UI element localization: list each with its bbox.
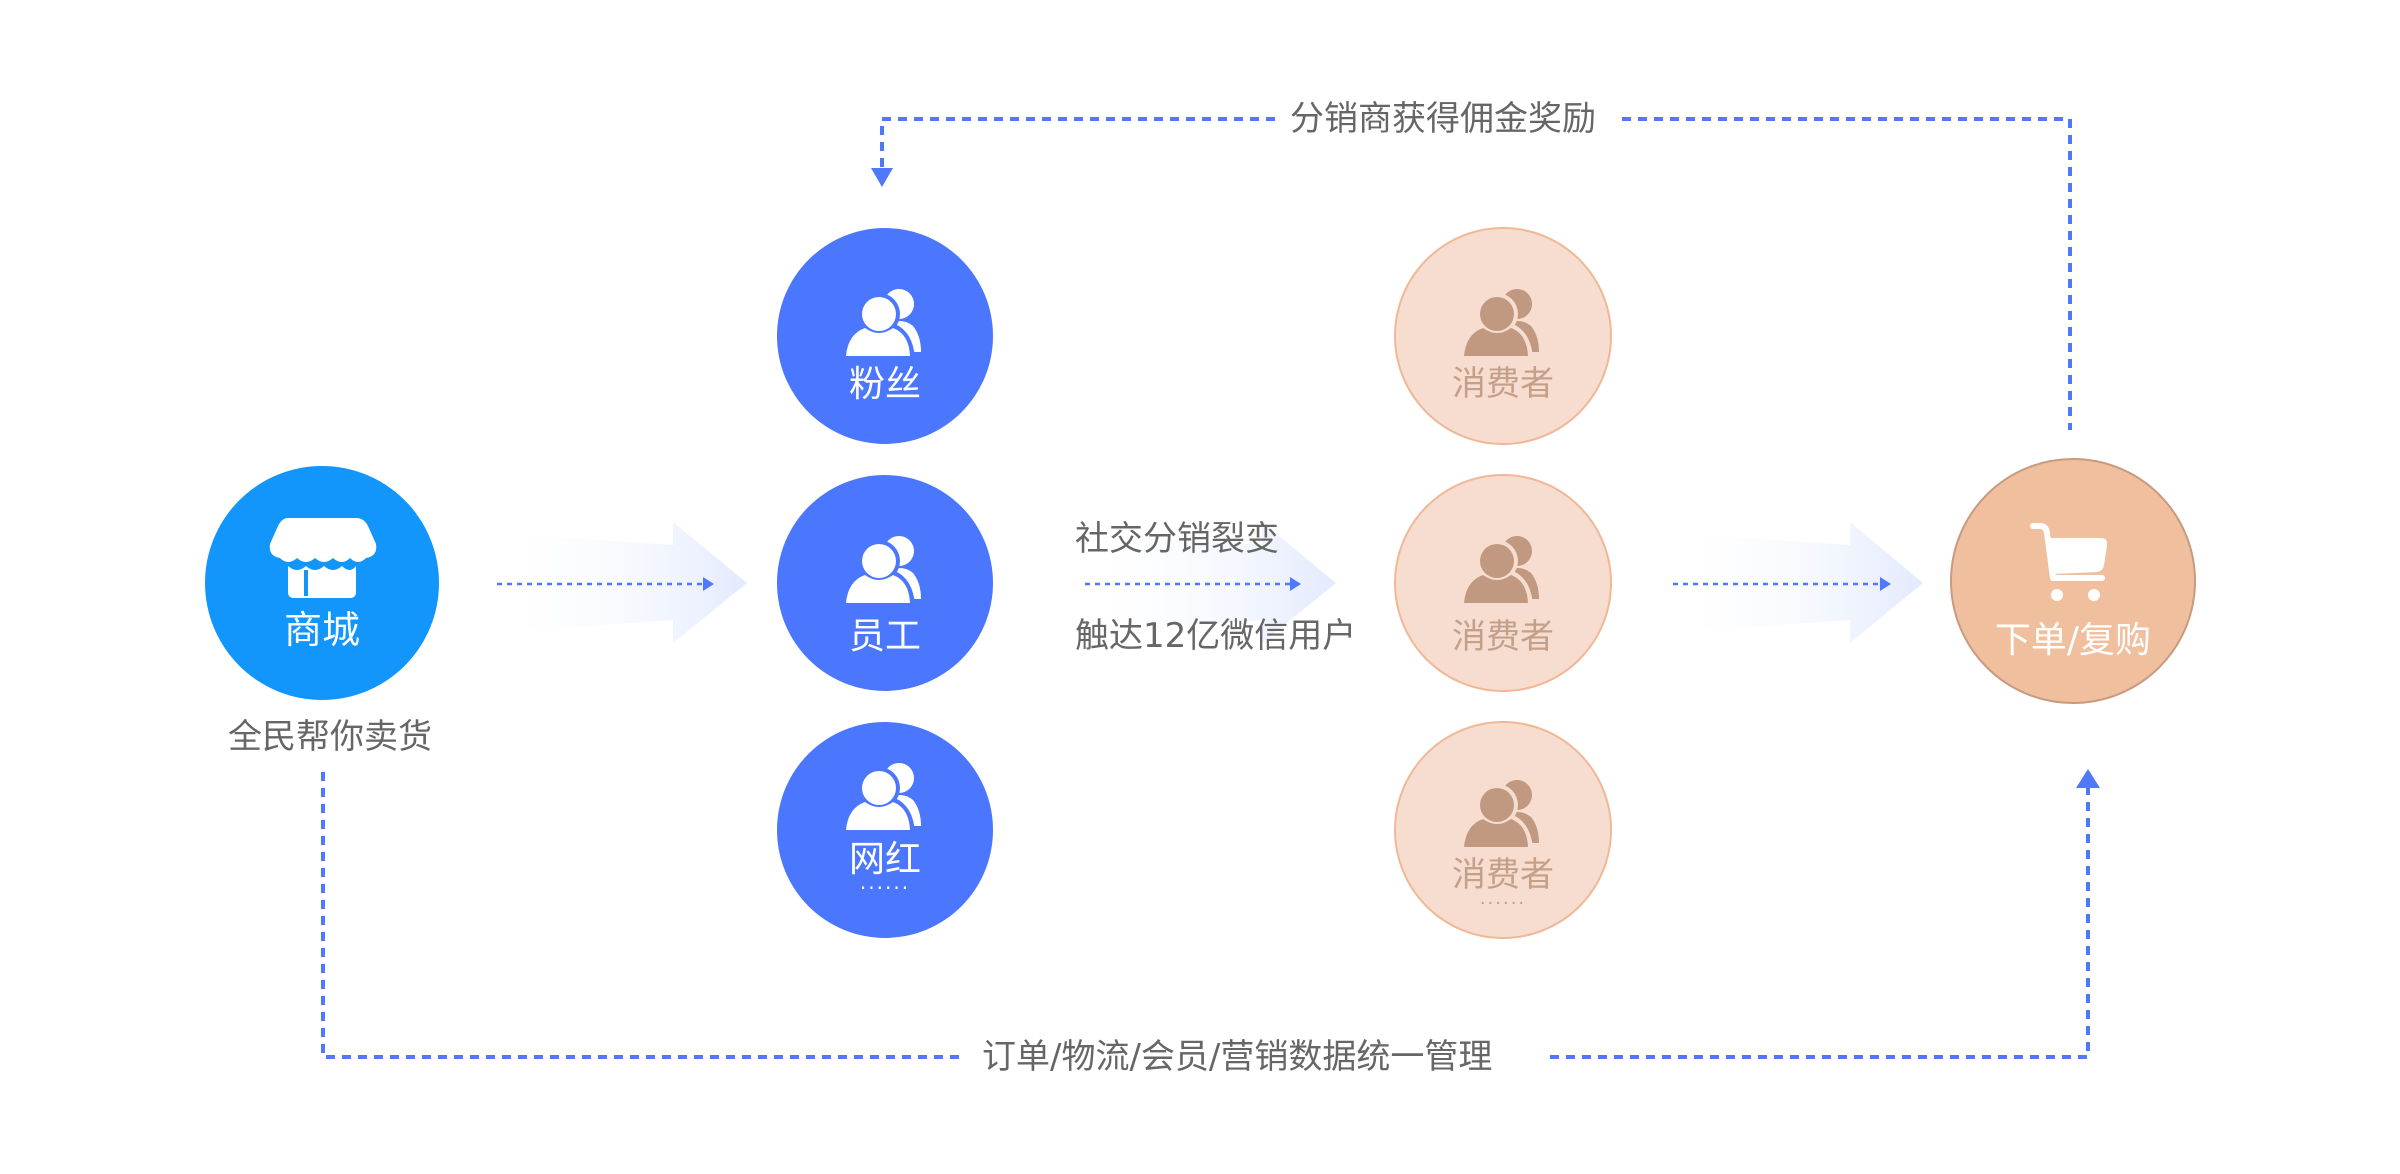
consumer-label-3: 消费者 — [1452, 855, 1554, 895]
shopping-cart-icon — [2030, 523, 2108, 601]
consumer-more-dots: ······ — [1479, 893, 1527, 914]
storefront-icon — [269, 518, 377, 598]
distributor-users-icon — [841, 763, 921, 832]
consumer-users-icon — [1459, 780, 1539, 849]
bottom-loop-connector — [321, 769, 2100, 1059]
distributor-more-dots: ······ — [859, 876, 911, 900]
distributor-users-icon — [841, 289, 921, 358]
distributor-label-fans: 粉丝 — [848, 364, 922, 405]
consumer-label-1: 消费者 — [1452, 364, 1554, 404]
down-arrowhead-icon — [871, 168, 893, 187]
consumer-users-icon — [1459, 536, 1539, 605]
social-line-2: 触达12亿微信用户 — [1075, 616, 1357, 656]
up-arrowhead-icon — [2076, 769, 2100, 788]
top-loop-connector — [871, 117, 2072, 430]
flow-arrow-distributors-to-consumers — [1080, 522, 1336, 643]
order-node — [1950, 458, 2196, 704]
top-loop-label: 分销商获得佣金奖励 — [1290, 99, 1596, 139]
distributor-users-icon — [841, 536, 921, 605]
bottom-loop-label: 订单/物流/会员/营销数据统一管理 — [982, 1037, 1493, 1077]
flow-arrow-mall-to-distributors — [490, 522, 747, 643]
distributor-label-influencers: 网红 — [848, 839, 922, 880]
social-line-1: 社交分销裂变 — [1075, 519, 1279, 559]
consumer-label-2: 消费者 — [1452, 617, 1554, 657]
mall-caption: 全民帮你卖货 — [228, 717, 432, 757]
consumer-users-icon — [1459, 289, 1539, 358]
mall-node — [205, 466, 439, 700]
flow-arrow-consumers-to-order — [1665, 522, 1923, 643]
distributor-label-employees: 员工 — [848, 616, 922, 657]
order-label: 下单/复购 — [1994, 620, 2152, 661]
mall-label: 商城 — [283, 608, 361, 652]
